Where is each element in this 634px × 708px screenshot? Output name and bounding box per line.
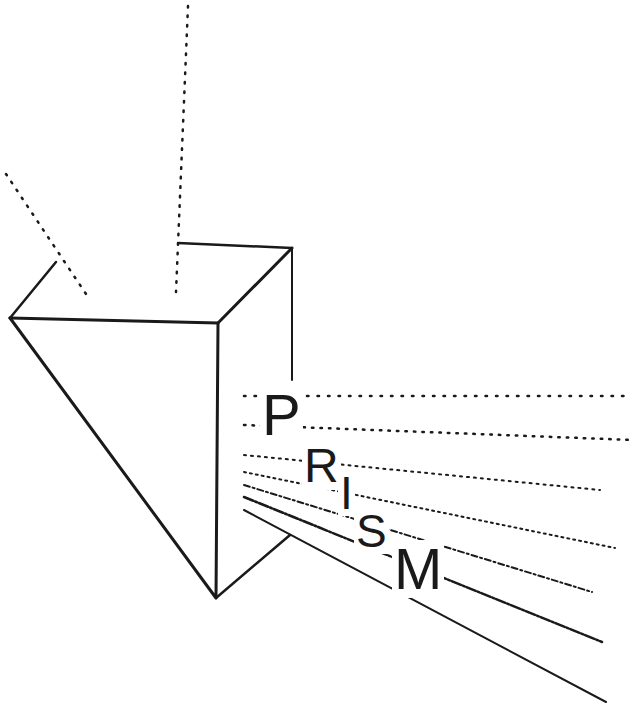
outgoing-ray bbox=[244, 455, 600, 490]
outgoing-ray bbox=[244, 472, 615, 548]
prism-edge bbox=[10, 248, 292, 323]
prism-edge bbox=[216, 535, 290, 598]
prism-letter: I bbox=[338, 470, 355, 516]
prism-letter: M bbox=[392, 540, 444, 598]
prism-body bbox=[6, 6, 632, 702]
outgoing-ray bbox=[244, 510, 606, 702]
prism-edge bbox=[291, 248, 293, 380]
incoming-ray bbox=[176, 6, 188, 292]
prism-letter: S bbox=[354, 508, 389, 554]
prism-edge bbox=[178, 243, 292, 248]
prism-edge bbox=[10, 262, 56, 318]
prism-edge bbox=[10, 318, 218, 598]
outgoing-ray bbox=[244, 497, 602, 642]
prism-letter: P bbox=[260, 386, 303, 444]
prism-letter: R bbox=[302, 442, 341, 490]
